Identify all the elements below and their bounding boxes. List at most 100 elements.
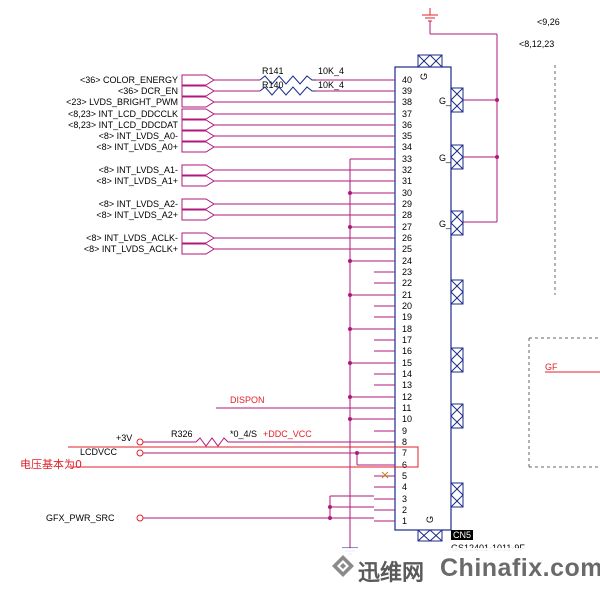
pin-numbers: 40 39 38 37 36 35 34 33 32 31 30 29 28 2… [402,75,412,526]
r140-value: 10K_4 [318,80,344,90]
pin-number: 22 [402,278,412,288]
pin-stubs [374,79,395,522]
pin-number: 23 [402,267,412,277]
shield-pads [417,54,443,542]
pin-number: 24 [402,256,412,266]
highlight-box [68,446,419,468]
watermark-cn-text: 迅维网 [358,561,425,586]
pin-number: 13 [402,380,412,390]
pin-number: 11 [402,403,411,413]
signal-label: <8> INT_LVDS_A1+ [96,176,178,186]
pin-number: 37 [402,109,412,119]
pin-number: 28 [402,210,412,220]
connector-ref: CN5 [453,530,471,540]
signal-label: <8> INT_LVDS_A0- [99,131,178,141]
signal-wires [214,79,374,250]
pin-number: 35 [402,131,412,141]
pin-number: 12 [402,392,412,402]
pin-number: 31 [402,176,412,186]
signal-label: <8> INT_LVDS_ACLK+ [84,244,178,254]
cn5-badge [451,530,473,540]
pin-number: 27 [402,222,412,232]
page-ref-top: <9,26 [537,17,560,27]
watermark-band [322,548,600,595]
resistor-r141 [259,75,316,85]
signal-label: <8> INT_LVDS_A0+ [96,142,178,152]
pin-number: 29 [402,199,412,209]
v3-label: +3V [116,433,132,443]
side-pad-label-2: G_ [439,153,452,163]
signal-label: <8> INT_LVDS_A1- [99,165,178,175]
pin-number: 19 [402,312,412,322]
dispon-label: DISPON [230,395,265,405]
pin-number: 14 [402,369,412,379]
ground-bus-junctions [348,191,352,421]
pin-number: 39 [402,86,412,96]
lcdvcc-wiring [143,452,374,466]
pin-number: 38 [402,97,412,107]
pin-number: 40 [402,75,412,85]
pin-number: 2 [402,505,407,515]
pin-number: 18 [402,324,412,334]
pin-number: 1 [402,516,407,526]
pin-number: 20 [402,301,412,311]
pin-number: 32 [402,165,412,175]
pin-number: 36 [402,120,412,130]
r326-ref: R326 [171,429,193,439]
signal-arrows [181,74,215,255]
r141-ref: R141 [262,66,284,76]
dashed-block [528,337,600,468]
connector-g-top-label: G [419,73,429,80]
page-ref-second: <8,12,23 [519,39,554,49]
signal-label: <8,23> INT_LCD_DDCDAT [68,120,178,130]
pin-number: 16 [402,346,412,356]
gfx-junctions [328,505,332,520]
lcdvcc-junction [355,451,359,455]
pin-number: 4 [402,482,407,492]
gfx-port [136,514,144,522]
side-pads [450,87,464,508]
r326-value: *0_4/S [230,429,257,439]
pin-number: 5 [402,471,407,481]
signal-label: <36> DCR_EN [118,86,178,96]
signal-label: <23> LVDS_BRIGHT_PWM [66,97,178,107]
watermark-en-text: Chinafix.com [440,554,600,582]
voltage-annotation: 电压基本为0 [20,457,82,471]
pin-number: 8 [402,437,407,447]
r141-value: 10K_4 [318,66,344,76]
pin-number: 34 [402,142,412,152]
no-connect-marker [381,471,389,479]
signal-labels: <36> COLOR_ENERGY <36> DCR_EN <23> LVDS_… [66,75,178,254]
signal-label: <8> INT_LVDS_A2+ [96,210,178,220]
side-pad-label-3: G_ [439,219,452,229]
resistor-r140 [259,86,316,96]
pin-number: 33 [402,154,412,164]
gf-label: GF [545,362,558,372]
pin-number: 10 [402,414,412,424]
pin-number: 7 [402,448,407,458]
shield-junction-dots [495,98,499,159]
ground-bus [349,158,374,548]
pin-number: 9 [402,426,407,436]
side-pad-label-1: G_ [439,96,452,106]
pin-number: 26 [402,233,412,243]
pin-number: 15 [402,358,412,368]
pin-number: 21 [402,290,412,300]
pin-number: 25 [402,244,412,254]
pin-number: 17 [402,335,412,345]
resistor-r326 [143,437,374,447]
pin-number: 30 [402,188,412,198]
signal-label: <8> INT_LVDS_ACLK- [86,233,178,243]
v3-port [136,438,144,446]
watermark-logo-icon [332,555,354,577]
signal-label: <8,23> INT_LCD_DDCCLK [68,109,178,119]
top-ground-symbol [422,8,438,22]
gfx-wiring [143,495,374,519]
signal-label: <8> INT_LVDS_A2- [99,199,178,209]
shield-wiring [429,21,498,223]
connector-g-bottom-label: G [425,516,435,523]
pin-number: 6 [402,460,407,470]
ddc-vcc-label: +DDC_VCC [263,429,312,439]
signal-label: <36> COLOR_ENERGY [80,75,178,85]
